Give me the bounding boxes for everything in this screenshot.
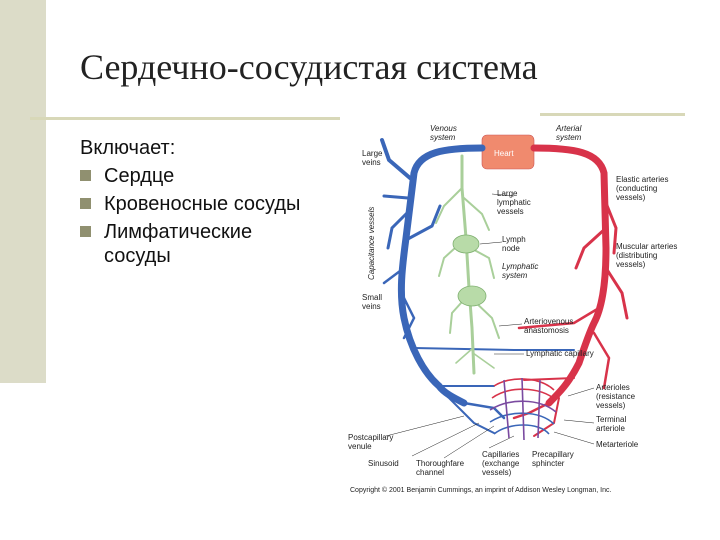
copyright-text: Copyright © 2001 Benjamin Cummings, an i… (350, 486, 611, 494)
arterial-vessels (512, 144, 629, 437)
label-capacitance-vessels: Capacitance vessels (367, 207, 376, 280)
slide-title: Сердечно-сосудистая система (80, 47, 538, 87)
bullet-square-icon (80, 226, 91, 237)
bullet-block: Включает: Сердце Кровеносные сосуды Лимф… (80, 136, 300, 272)
venous-vessels (380, 138, 575, 434)
leader-lines (385, 193, 595, 459)
bullet-item-blood-vessels: Кровеносные сосуды (80, 192, 300, 216)
lymphatic-vessels (435, 154, 500, 375)
label-sinusoid: Sinusoid (368, 459, 399, 468)
lymph-node-upper (452, 234, 480, 254)
label-metarteriole: Metarteriole (596, 440, 639, 449)
title-rule-left (30, 117, 340, 120)
bullet-intro: Включает: (80, 137, 176, 159)
label-lymphatic-capillary: Lymphatic capillary (526, 349, 594, 358)
heart-shape (481, 134, 535, 170)
capillary-bed (489, 377, 557, 441)
lymph-node-lower (457, 285, 487, 307)
decorative-side-bar (0, 0, 46, 383)
circulation-diagram: Heart (348, 124, 677, 494)
title-rule-right (540, 113, 685, 116)
heart-label: Heart (494, 149, 514, 158)
bullet-square-icon (80, 170, 91, 181)
bullet-square-icon (80, 198, 91, 209)
bullet-list: Сердце Кровеносные сосуды Лимфатические … (80, 164, 300, 268)
bullet-item-heart: Сердце (80, 164, 300, 188)
bullet-item-lymph-vessels: Лимфатические сосуды (80, 220, 294, 268)
